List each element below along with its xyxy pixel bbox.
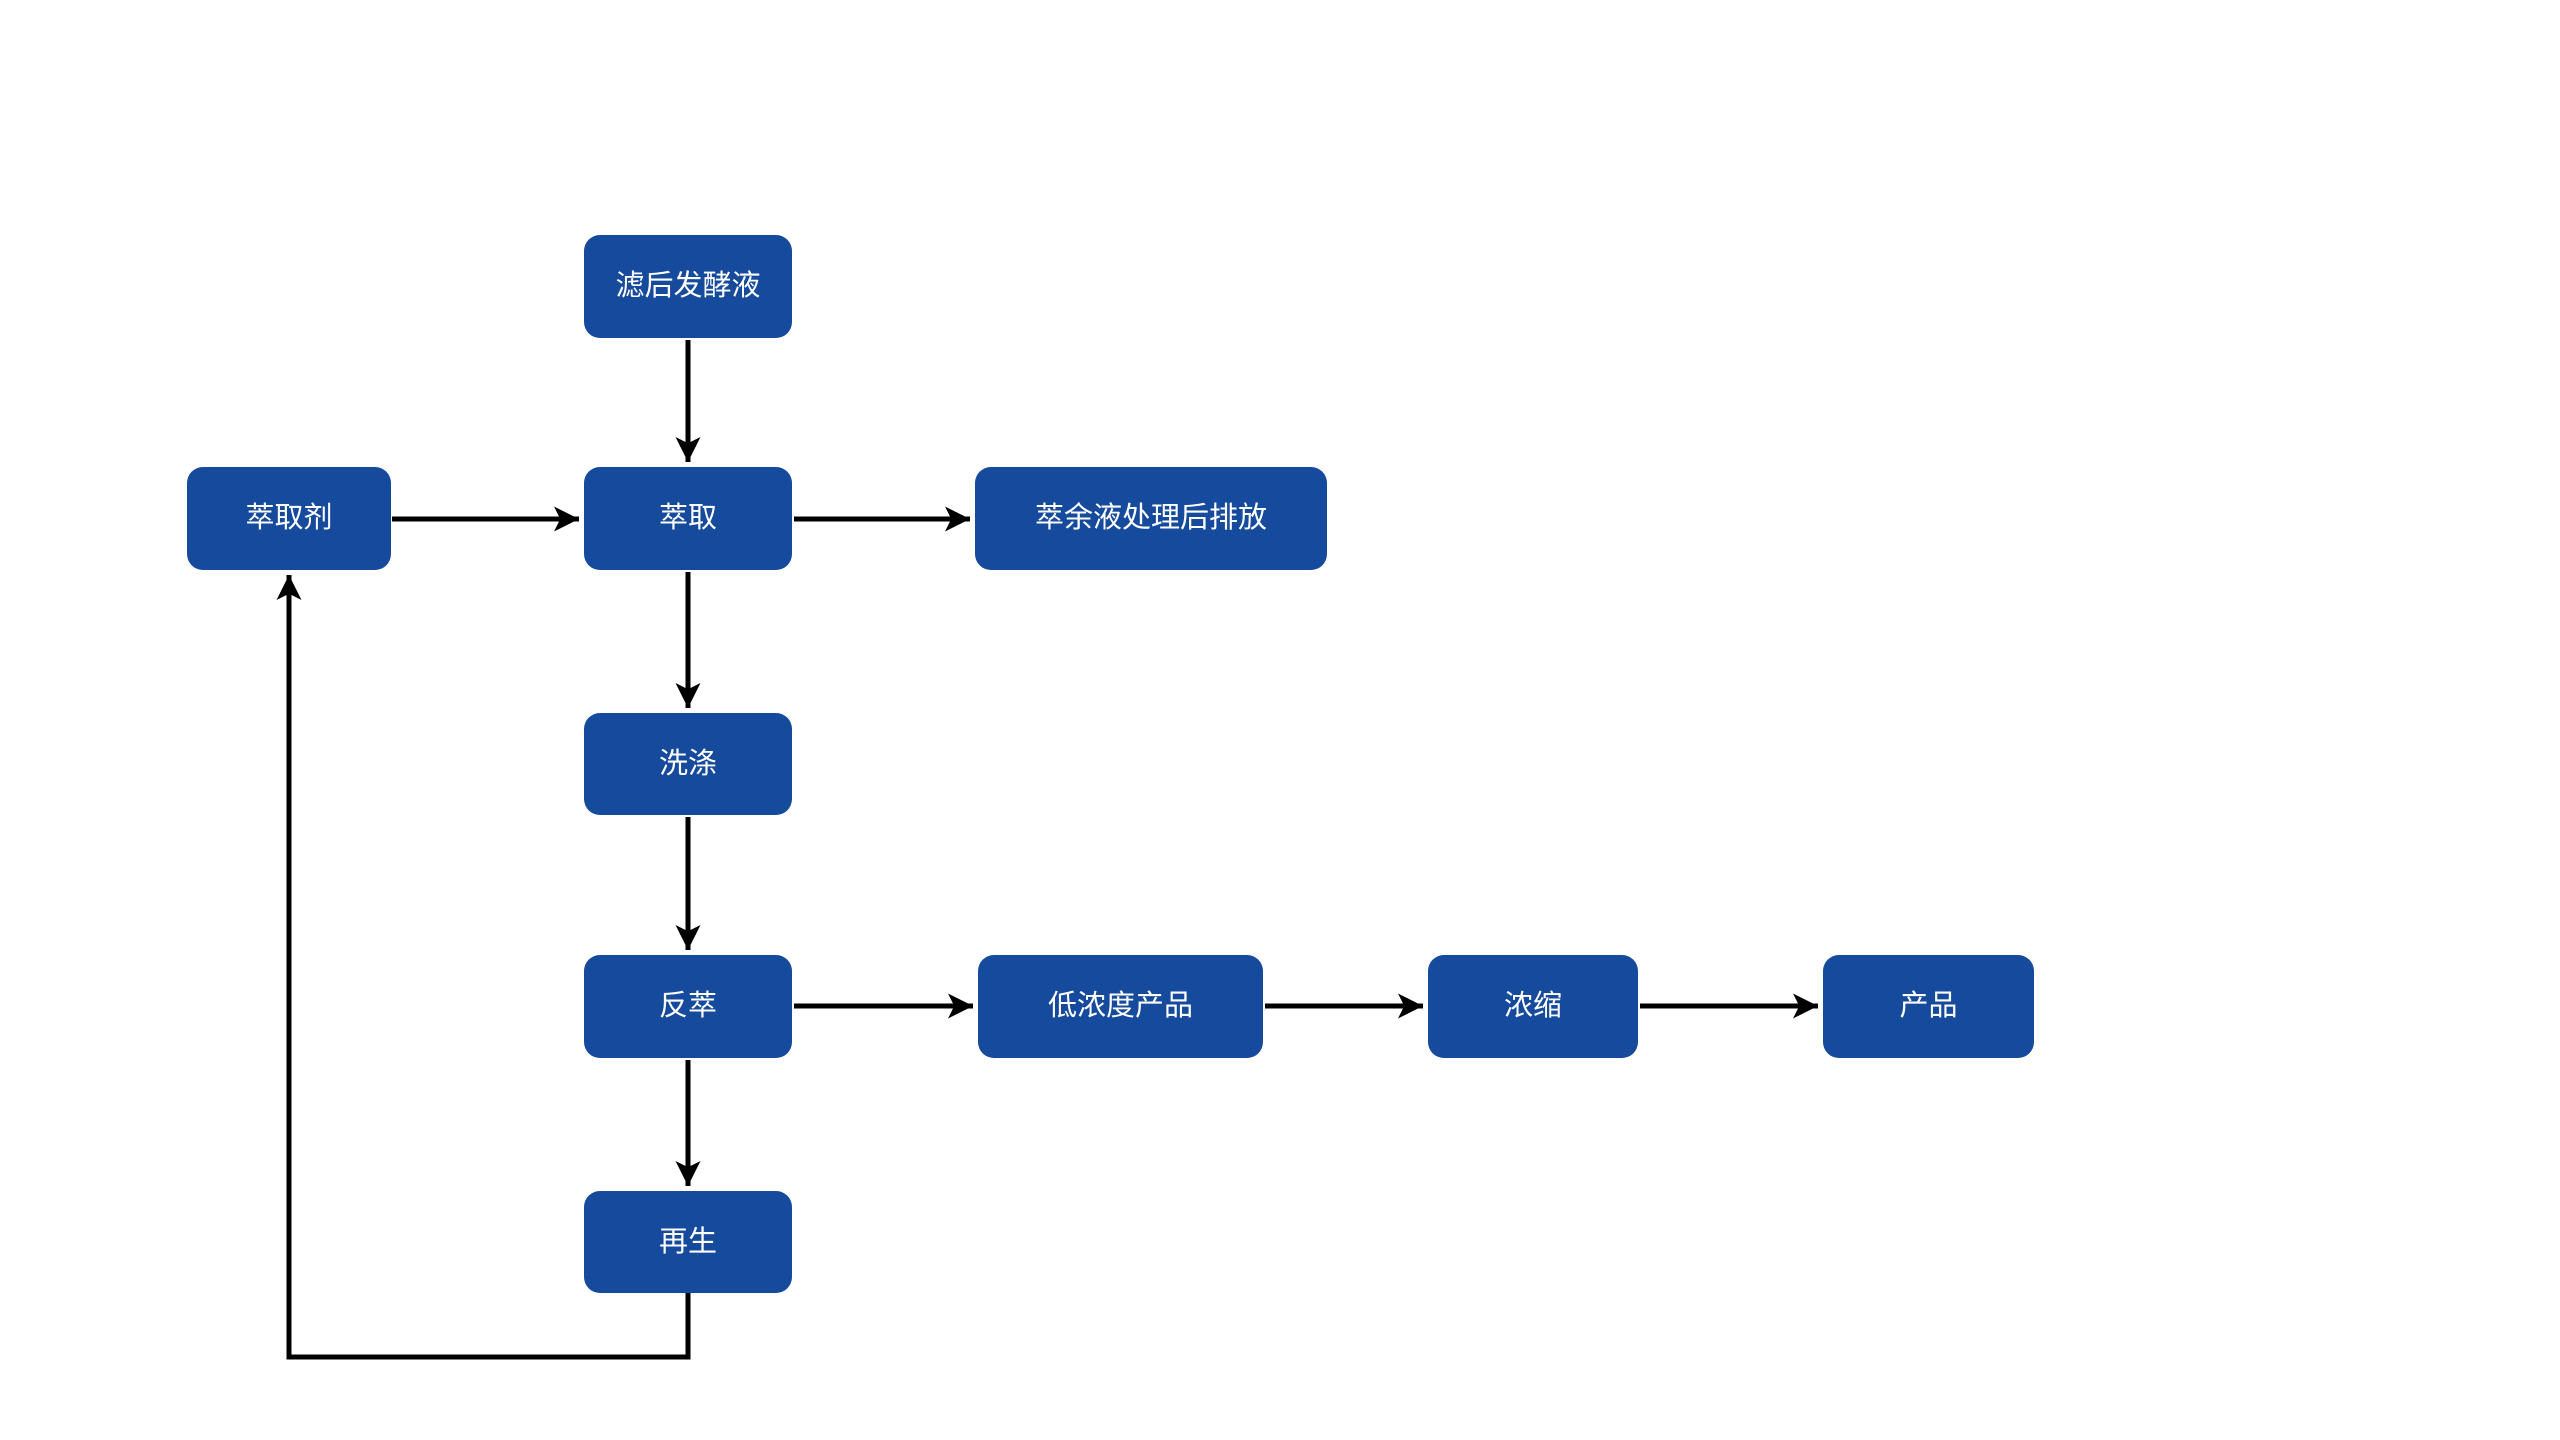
node-concentration[interactable]: 浓缩 bbox=[1428, 955, 1638, 1058]
node-label: 反萃 bbox=[658, 990, 717, 1022]
node-label: 萃取 bbox=[658, 502, 717, 534]
node-label: 萃余液处理后排放 bbox=[1034, 502, 1267, 534]
node-washing[interactable]: 洗涤 bbox=[584, 713, 792, 815]
node-regeneration[interactable]: 再生 bbox=[584, 1191, 792, 1293]
node-label: 产品 bbox=[1899, 990, 1958, 1022]
node-filtered-broth[interactable]: 滤后发酵液 bbox=[584, 235, 792, 338]
node-label: 萃取剂 bbox=[245, 502, 333, 534]
node-label: 再生 bbox=[658, 1225, 717, 1258]
arrow-regeneration-to-extractant bbox=[276, 575, 691, 1360]
node-extractant[interactable]: 萃取剂 bbox=[187, 467, 391, 570]
node-label: 洗涤 bbox=[658, 747, 717, 780]
node-low-product[interactable]: 低浓度产品 bbox=[978, 955, 1263, 1058]
node-label: 滤后发酵液 bbox=[615, 270, 761, 302]
node-stripping[interactable]: 反萃 bbox=[584, 955, 792, 1058]
node-label: 低浓度产品 bbox=[1047, 990, 1193, 1022]
node-label: 浓缩 bbox=[1503, 990, 1562, 1022]
node-raffinate[interactable]: 萃余液处理后排放 bbox=[975, 467, 1327, 570]
node-product[interactable]: 产品 bbox=[1823, 955, 2034, 1058]
node-extraction[interactable]: 萃取 bbox=[584, 467, 792, 570]
